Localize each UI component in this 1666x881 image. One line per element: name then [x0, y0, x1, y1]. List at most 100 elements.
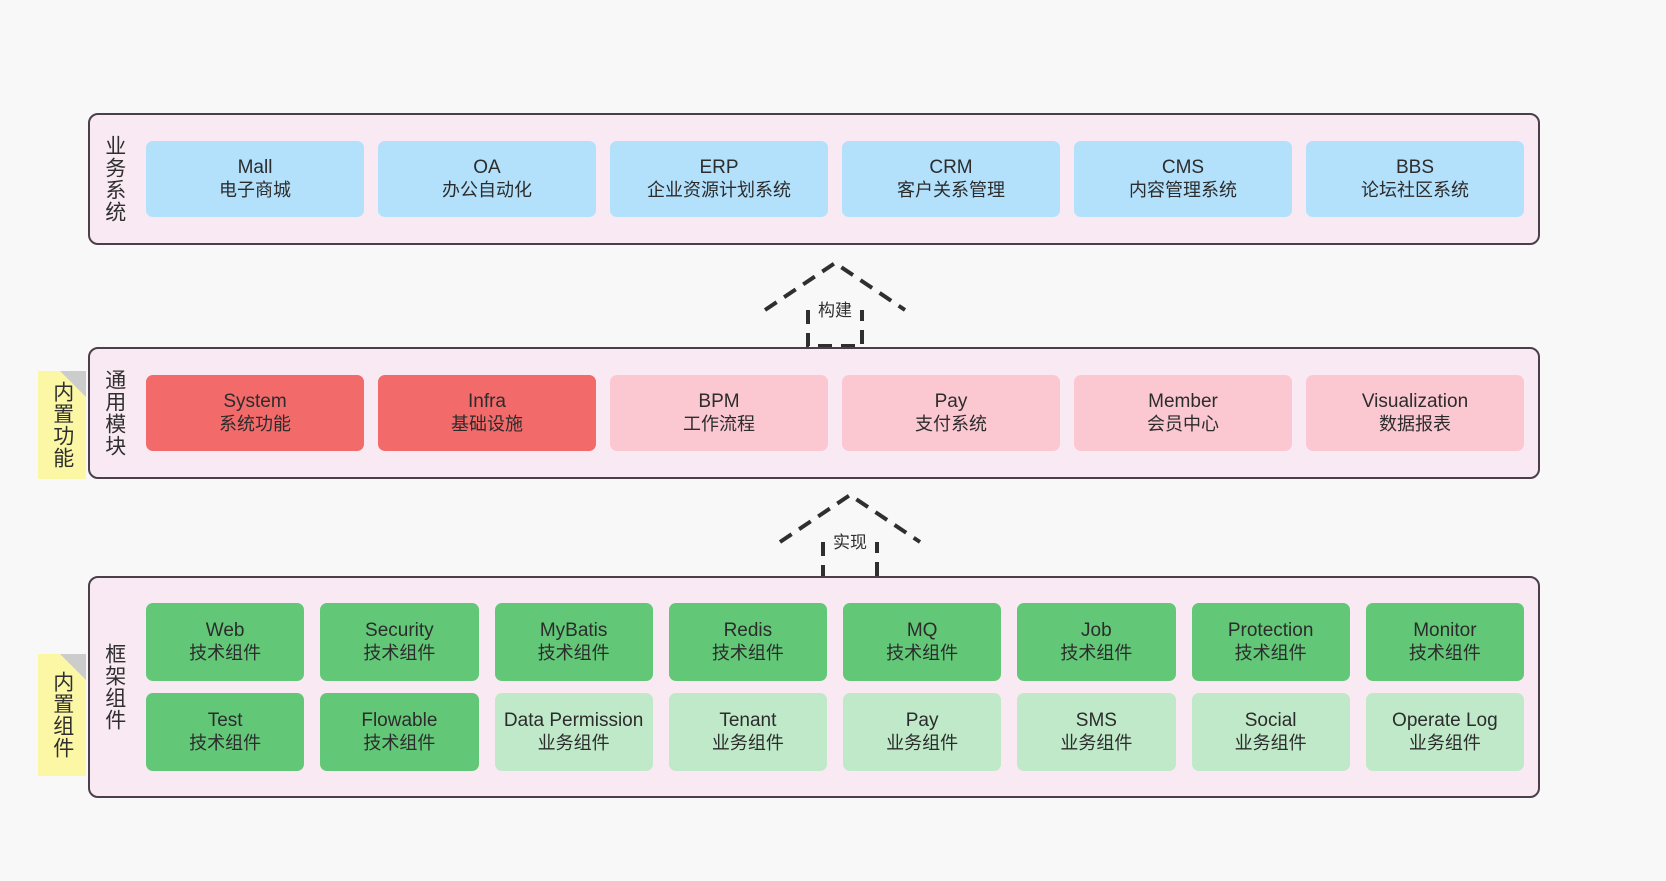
node-subtitle: 技术组件	[189, 642, 262, 663]
sticky-note-builtin-functions-label: 内置功能	[50, 381, 74, 469]
node-subtitle: 技术组件	[886, 642, 959, 663]
node-title: Flowable	[361, 710, 438, 732]
framework-row-technical: Web 技术组件 Security 技术组件 MyBatis 技术组件 Redi…	[146, 603, 1524, 681]
node-subtitle: 技术组件	[363, 732, 436, 753]
framework-node-flowable[interactable]: Flowable 技术组件	[320, 693, 479, 771]
node-title: Data Permission	[503, 710, 644, 732]
node-subtitle: 技术组件	[363, 642, 436, 663]
framework-node-web[interactable]: Web 技术组件	[146, 603, 305, 681]
node-title: MQ	[906, 620, 938, 642]
node-title: Tenant	[719, 710, 777, 732]
sticky-note-builtin-functions: 内置功能	[38, 371, 86, 479]
node-subtitle: 技术组件	[537, 642, 610, 663]
node-subtitle: 支付系统	[915, 413, 987, 434]
node-title: Infra	[467, 391, 507, 413]
node-subtitle: 技术组件	[1408, 642, 1481, 663]
node-subtitle: 基础设施	[451, 413, 523, 434]
node-subtitle: 工作流程	[683, 413, 755, 434]
business-node-crm[interactable]: CRM 客户关系管理	[842, 141, 1060, 217]
node-title: Web	[205, 620, 245, 642]
node-subtitle: 会员中心	[1147, 413, 1219, 434]
node-title: Visualization	[1361, 391, 1469, 413]
node-subtitle: 技术组件	[1234, 642, 1307, 663]
node-subtitle: 电子商城	[219, 179, 291, 200]
business-node-mall[interactable]: Mall 电子商城	[146, 141, 364, 217]
framework-components-layer-title: 框架组件	[102, 643, 126, 731]
common-modules-node-list: System 系统功能 Infra 基础设施 BPM 工作流程 Pay 支付系统…	[138, 349, 1538, 477]
node-subtitle: 技术组件	[711, 642, 784, 663]
framework-node-sms[interactable]: SMS 业务组件	[1017, 693, 1176, 771]
node-subtitle: 技术组件	[189, 732, 262, 753]
common-modules-layer-title: 通用模块	[102, 369, 126, 457]
node-title: CMS	[1161, 157, 1205, 179]
node-title: SMS	[1075, 710, 1117, 732]
module-node-visualization[interactable]: Visualization 数据报表	[1306, 375, 1524, 451]
business-node-erp[interactable]: ERP 企业资源计划系统	[610, 141, 828, 217]
node-subtitle: 企业资源计划系统	[647, 179, 791, 200]
node-title: CRM	[929, 157, 973, 179]
module-node-member[interactable]: Member 会员中心	[1074, 375, 1292, 451]
node-title: Member	[1148, 391, 1218, 413]
business-node-bbs[interactable]: BBS 论坛社区系统	[1306, 141, 1524, 217]
node-subtitle: 客户关系管理	[897, 179, 1005, 200]
node-title: BBS	[1395, 157, 1435, 179]
node-subtitle: 数据报表	[1379, 413, 1451, 434]
node-title: System	[223, 391, 287, 413]
node-subtitle: 技术组件	[1060, 642, 1133, 663]
node-title: Social	[1244, 710, 1297, 732]
framework-node-social[interactable]: Social 业务组件	[1191, 693, 1350, 771]
node-subtitle: 业务组件	[1060, 732, 1133, 753]
node-title: Pay	[905, 710, 939, 732]
business-system-layer-title: 业务系统	[102, 135, 126, 223]
node-subtitle: 业务组件	[537, 732, 610, 753]
framework-node-pay[interactable]: Pay 业务组件	[843, 693, 1002, 771]
business-system-layer: 业务系统 Mall 电子商城 OA 办公自动化 ERP 企业资源计划系统 CRM…	[88, 113, 1540, 245]
node-subtitle: 内容管理系统	[1129, 179, 1237, 200]
node-subtitle: 业务组件	[711, 732, 784, 753]
page-fold-icon	[60, 654, 86, 680]
framework-node-tenant[interactable]: Tenant 业务组件	[668, 693, 827, 771]
node-title: Redis	[723, 620, 773, 642]
node-subtitle: 业务组件	[886, 732, 959, 753]
node-title: OA	[473, 157, 501, 179]
generalization-arrow-realize-icon	[778, 492, 922, 580]
framework-node-operate-log[interactable]: Operate Log 业务组件	[1365, 693, 1524, 771]
framework-node-monitor[interactable]: Monitor 技术组件	[1365, 603, 1524, 681]
business-node-cms[interactable]: CMS 内容管理系统	[1074, 141, 1292, 217]
node-title: Test	[207, 710, 243, 732]
node-subtitle: 办公自动化	[442, 179, 532, 200]
node-title: Operate Log	[1392, 710, 1498, 732]
framework-node-mq[interactable]: MQ 技术组件	[843, 603, 1002, 681]
node-title: Protection	[1227, 620, 1314, 642]
generalization-arrow-realize: 实现	[775, 490, 925, 582]
framework-node-mybatis[interactable]: MyBatis 技术组件	[494, 603, 653, 681]
node-subtitle: 论坛社区系统	[1361, 179, 1469, 200]
node-subtitle: 业务组件	[1234, 732, 1307, 753]
framework-node-test[interactable]: Test 技术组件	[146, 693, 305, 771]
framework-row-business: Test 技术组件 Flowable 技术组件 Data Permission …	[146, 693, 1524, 771]
node-title: Job	[1081, 620, 1112, 642]
business-node-oa[interactable]: OA 办公自动化	[378, 141, 596, 217]
framework-components-layer: 框架组件 Web 技术组件 Security 技术组件 MyBatis 技术组件…	[88, 576, 1540, 798]
framework-node-security[interactable]: Security 技术组件	[320, 603, 479, 681]
node-title: Mall	[237, 157, 273, 179]
node-title: Monitor	[1413, 620, 1477, 642]
node-title: Pay	[934, 391, 968, 413]
framework-node-redis[interactable]: Redis 技术组件	[668, 603, 827, 681]
framework-node-protection[interactable]: Protection 技术组件	[1191, 603, 1350, 681]
module-node-pay[interactable]: Pay 支付系统	[842, 375, 1060, 451]
framework-node-job[interactable]: Job 技术组件	[1017, 603, 1176, 681]
generalization-arrow-build-icon	[763, 260, 907, 348]
node-title: BPM	[698, 391, 740, 413]
module-node-system[interactable]: System 系统功能	[146, 375, 364, 451]
generalization-arrow-build: 构建	[760, 258, 910, 350]
node-title: ERP	[699, 157, 739, 179]
node-title: Security	[365, 620, 434, 642]
framework-node-data-permission[interactable]: Data Permission 业务组件	[494, 693, 653, 771]
module-node-bpm[interactable]: BPM 工作流程	[610, 375, 828, 451]
sticky-note-builtin-components-label: 内置组件	[50, 671, 74, 759]
node-subtitle: 系统功能	[219, 413, 291, 434]
page-fold-icon	[60, 371, 86, 397]
common-modules-layer: 通用模块 System 系统功能 Infra 基础设施 BPM 工作流程 Pay…	[88, 347, 1540, 479]
module-node-infra[interactable]: Infra 基础设施	[378, 375, 596, 451]
